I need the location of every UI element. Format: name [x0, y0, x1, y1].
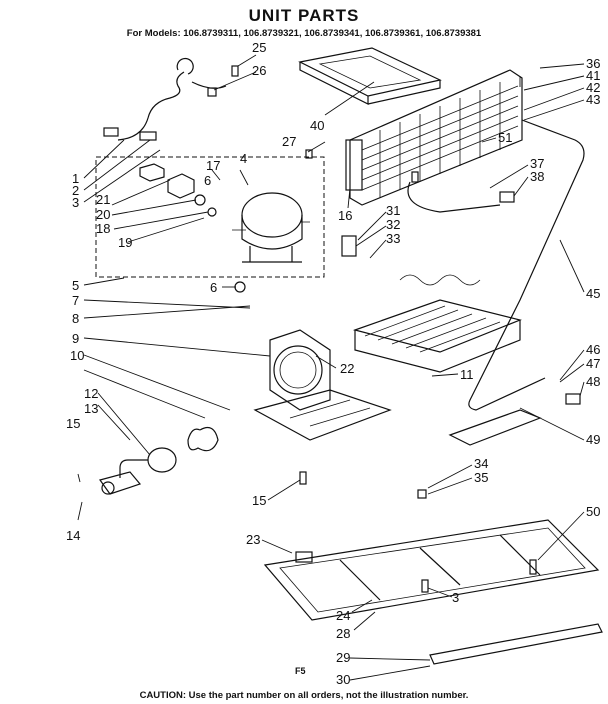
callout-15b: 15 [252, 493, 266, 508]
callout-49: 49 [586, 432, 600, 447]
callout-34: 34 [474, 456, 488, 471]
callout-42: 42 [586, 80, 600, 95]
callout-16: 16 [338, 208, 352, 223]
hardware [207, 65, 581, 593]
callout-33: 33 [386, 231, 400, 246]
drain-pan [298, 47, 442, 105]
callout-9: 9 [72, 331, 79, 346]
page-code: F5 [295, 666, 306, 676]
callout-labels: 1 2 3 4 5 6 6 7 8 9 10 11 12 13 14 15 15… [66, 40, 600, 687]
callout-20: 20 [96, 207, 110, 222]
callout-8: 8 [72, 311, 79, 326]
callout-40: 40 [310, 118, 324, 133]
callout-3: 3 [72, 195, 79, 210]
fan-motor [99, 427, 219, 495]
callout-19: 19 [118, 235, 132, 250]
callout-22: 22 [340, 361, 354, 376]
evaporator-coil [352, 274, 522, 373]
callout-36: 36 [586, 56, 600, 71]
model-list: For Models: 106.8739311, 106.8739321, 10… [126, 28, 482, 39]
callout-29: 29 [336, 650, 350, 665]
callout-46: 46 [586, 342, 600, 357]
callout-1: 1 [72, 171, 79, 186]
callout-15a: 15 [66, 416, 80, 431]
compressor [232, 192, 310, 263]
callout-6a: 6 [204, 173, 211, 188]
callout-30: 30 [336, 672, 350, 687]
callout-48: 48 [586, 374, 600, 389]
callout-3b: 3 [452, 590, 459, 605]
callout-47: 47 [586, 356, 600, 371]
callout-10: 10 [70, 348, 84, 363]
callout-4: 4 [240, 151, 247, 166]
callout-51: 51 [498, 130, 512, 145]
power-cord [103, 57, 227, 141]
compressor-group-box [95, 156, 325, 278]
fan-shroud [253, 329, 392, 441]
callout-45: 45 [586, 286, 600, 301]
callout-21: 21 [96, 192, 110, 207]
callout-25: 25 [252, 40, 266, 55]
condenser-coil [345, 69, 523, 206]
caution-note: CAUTION: Use the part number on all orde… [139, 690, 469, 701]
callout-41: 41 [586, 68, 600, 83]
callout-14: 14 [66, 528, 80, 543]
callout-13: 13 [84, 401, 98, 416]
callout-38: 38 [530, 169, 544, 184]
page-title: UNIT PARTS [248, 6, 360, 25]
callout-11: 11 [460, 367, 474, 382]
callout-7: 7 [72, 293, 79, 308]
callout-6b: 6 [210, 280, 217, 295]
callout-18: 18 [96, 221, 110, 236]
callout-27: 27 [282, 134, 296, 149]
leader-lines [77, 54, 585, 681]
base-frame [263, 409, 603, 665]
callout-28: 28 [336, 626, 350, 641]
callout-5: 5 [72, 278, 79, 293]
callout-32: 32 [386, 217, 400, 232]
callout-37: 37 [530, 156, 544, 171]
callout-35: 35 [474, 470, 488, 485]
callout-50: 50 [586, 504, 600, 519]
callout-26: 26 [252, 63, 266, 78]
callout-12: 12 [84, 386, 98, 401]
callout-23: 23 [246, 532, 260, 547]
callout-2: 2 [72, 183, 79, 198]
callout-24: 24 [336, 608, 350, 623]
refrigerant-tubing [407, 119, 585, 411]
callout-17: 17 [206, 158, 220, 173]
callout-31: 31 [386, 203, 400, 218]
callout-43: 43 [586, 92, 600, 107]
